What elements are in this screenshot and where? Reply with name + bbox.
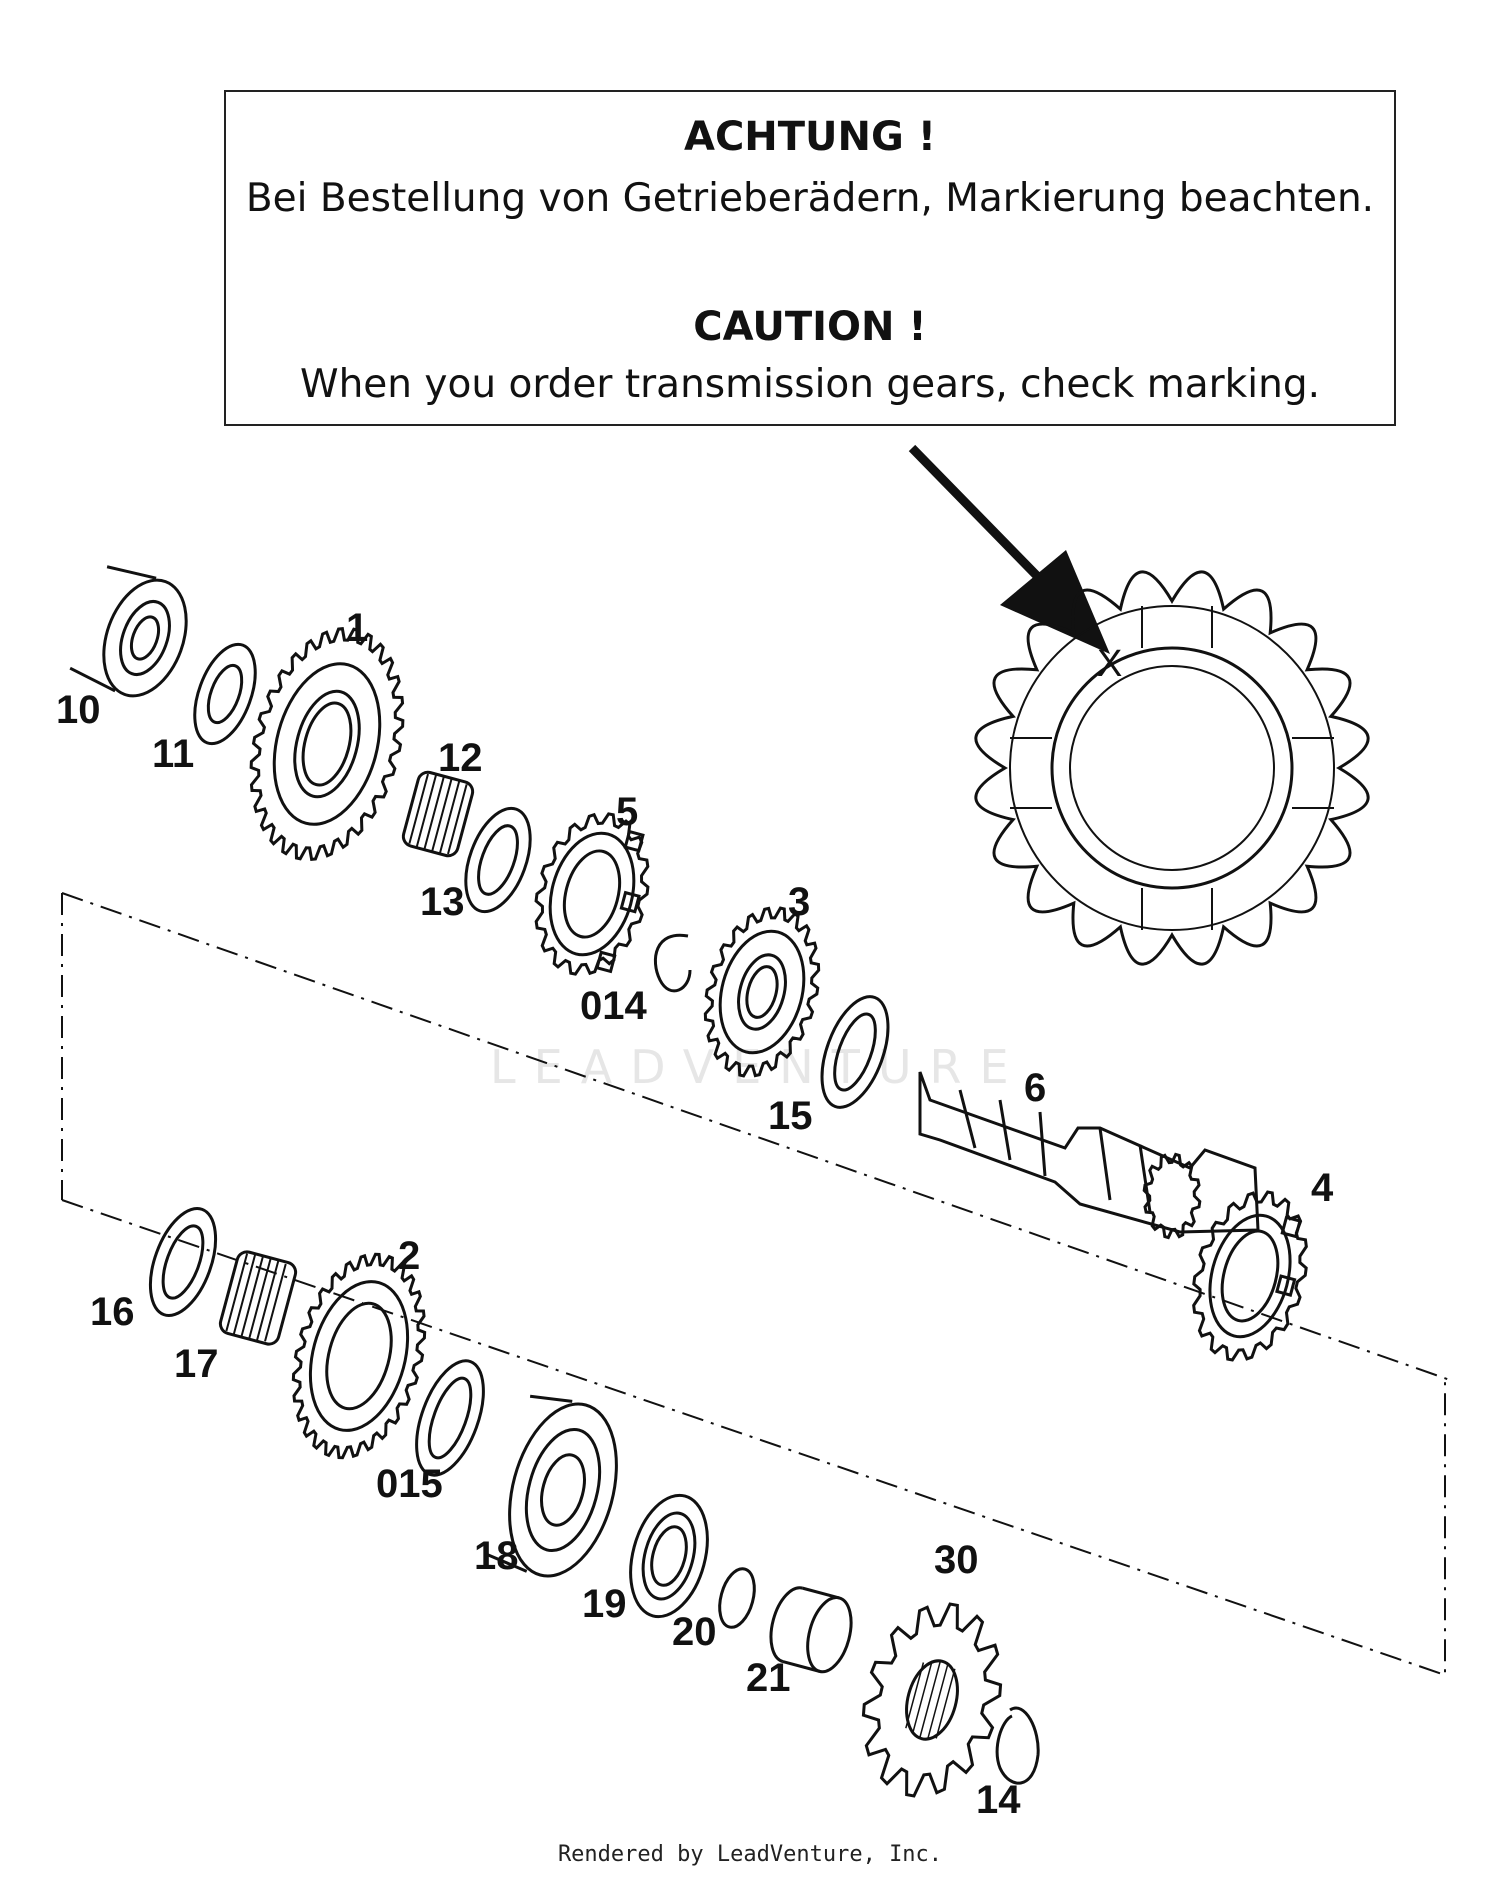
label-part-20: 20 xyxy=(672,1610,717,1654)
caution-notice-box: ACHTUNG ! Bei Bestellung von Getrieberäd… xyxy=(224,90,1396,426)
label-part-4: 4 xyxy=(1311,1166,1334,1210)
label-part-21: 21 xyxy=(746,1656,791,1700)
label-part-17: 17 xyxy=(174,1342,219,1386)
part-11-washer xyxy=(193,642,257,746)
part-5-gear xyxy=(534,812,650,976)
part-1-gear xyxy=(249,627,405,861)
marking-x: X xyxy=(1097,643,1122,685)
label-part-13: 13 xyxy=(420,880,465,924)
part-18-bearing xyxy=(487,1394,618,1578)
notice-heading-de: ACHTUNG ! xyxy=(683,114,937,160)
label-part-19: 19 xyxy=(582,1582,627,1626)
label-part-30: 30 xyxy=(934,1538,979,1582)
part-14-circlip xyxy=(995,1706,1040,1785)
part-2-gear xyxy=(291,1252,427,1460)
part-16-washer xyxy=(148,1207,218,1317)
assembly-outline xyxy=(61,892,1451,1677)
label-part-3: 3 xyxy=(788,880,811,924)
part-014-circlip xyxy=(653,933,692,993)
label-part-16: 16 xyxy=(90,1290,135,1334)
part-3-gear xyxy=(703,906,821,1078)
part-12-needle-bearing xyxy=(401,770,475,858)
label-part-1: 1 xyxy=(346,606,369,650)
part-13-washer xyxy=(464,806,532,914)
label-part-11: 11 xyxy=(152,732,195,776)
marking-detail-gear: X xyxy=(974,570,1370,966)
label-part-12: 12 xyxy=(438,736,483,780)
part-015-washer xyxy=(415,1359,485,1477)
part-15-washer xyxy=(820,995,890,1109)
label-part-10: 10 xyxy=(56,688,101,732)
part-6-shaft xyxy=(918,1071,1260,1240)
label-part-6: 6 xyxy=(1024,1066,1047,1110)
notice-text-de: Bei Bestellung von Getrieberädern, Marki… xyxy=(245,176,1375,221)
part-20-o-ring xyxy=(718,1567,756,1629)
part-17-needle-bearing xyxy=(218,1250,298,1346)
part-30-sprocket xyxy=(861,1602,1003,1798)
part-19-seal xyxy=(629,1493,709,1619)
label-part-015: 015 xyxy=(376,1462,443,1506)
footer-credit: Rendered by LeadVenture, Inc. xyxy=(557,1842,943,1867)
part-4-gear xyxy=(1192,1190,1308,1362)
label-part-14: 14 xyxy=(976,1778,1021,1822)
notice-text-en: When you order transmission gears, check… xyxy=(300,362,1320,407)
label-part-014: 014 xyxy=(580,984,647,1028)
label-part-5: 5 xyxy=(616,790,639,834)
notice-heading-en: CAUTION ! xyxy=(693,304,927,350)
label-part-15: 15 xyxy=(768,1094,813,1138)
part-21-spacer xyxy=(769,1586,853,1674)
label-part-2: 2 xyxy=(398,1234,421,1278)
marking-arrow xyxy=(908,444,1110,654)
label-part-18: 18 xyxy=(474,1534,519,1578)
part-10-bearing xyxy=(69,565,188,698)
